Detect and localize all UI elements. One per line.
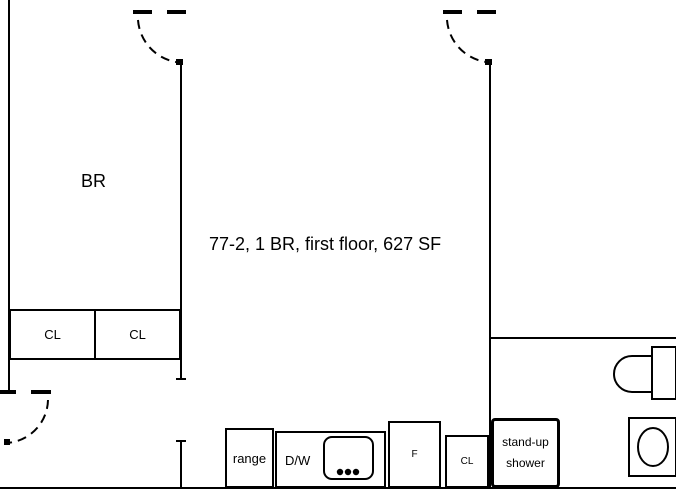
stand-up-shower: stand-up shower [491,418,560,488]
sink-basin [323,436,374,480]
sink-knob [336,468,344,476]
door-swing-arc [5,399,49,444]
range-label: range [232,450,267,466]
toilet-bowl [613,355,653,393]
fridge-label: F [411,449,418,460]
kitchen-closet-label: CL [460,456,474,467]
door-living [443,10,496,65]
bathroom-sink-basin [637,427,669,467]
bathroom-sink [628,417,676,477]
shower-label-line2: shower [506,456,545,470]
fridge: F [388,421,441,488]
door-jamb [4,439,10,445]
closet-box-2 [94,309,181,360]
closet-label-text: CL [44,327,61,342]
door-jamb [176,59,183,65]
range: range [225,428,274,488]
kitchen-closet: CL [445,435,489,488]
sink [323,436,374,480]
sink-knob [352,468,360,476]
closet-label-2: CL [95,310,180,359]
closet-label-text: CL [129,327,146,342]
toilet-tank [651,346,676,400]
door-swing-arc [446,19,487,63]
dishwasher-label: D/W [285,453,311,468]
door-bedroom [133,10,186,65]
sink-knob [344,468,352,476]
door-jamb [485,59,492,65]
plan-title: 77-2, 1 BR, first floor, 627 SF [209,234,442,254]
toilet [613,346,676,400]
closet-label-1: CL [10,310,95,359]
room-label-bedroom: BR [81,171,107,191]
shower-label-line1: stand-up [502,435,549,449]
dishwasher-counter: D/W [275,431,386,488]
door-entry [0,390,51,445]
door-swing-arc [137,19,177,63]
